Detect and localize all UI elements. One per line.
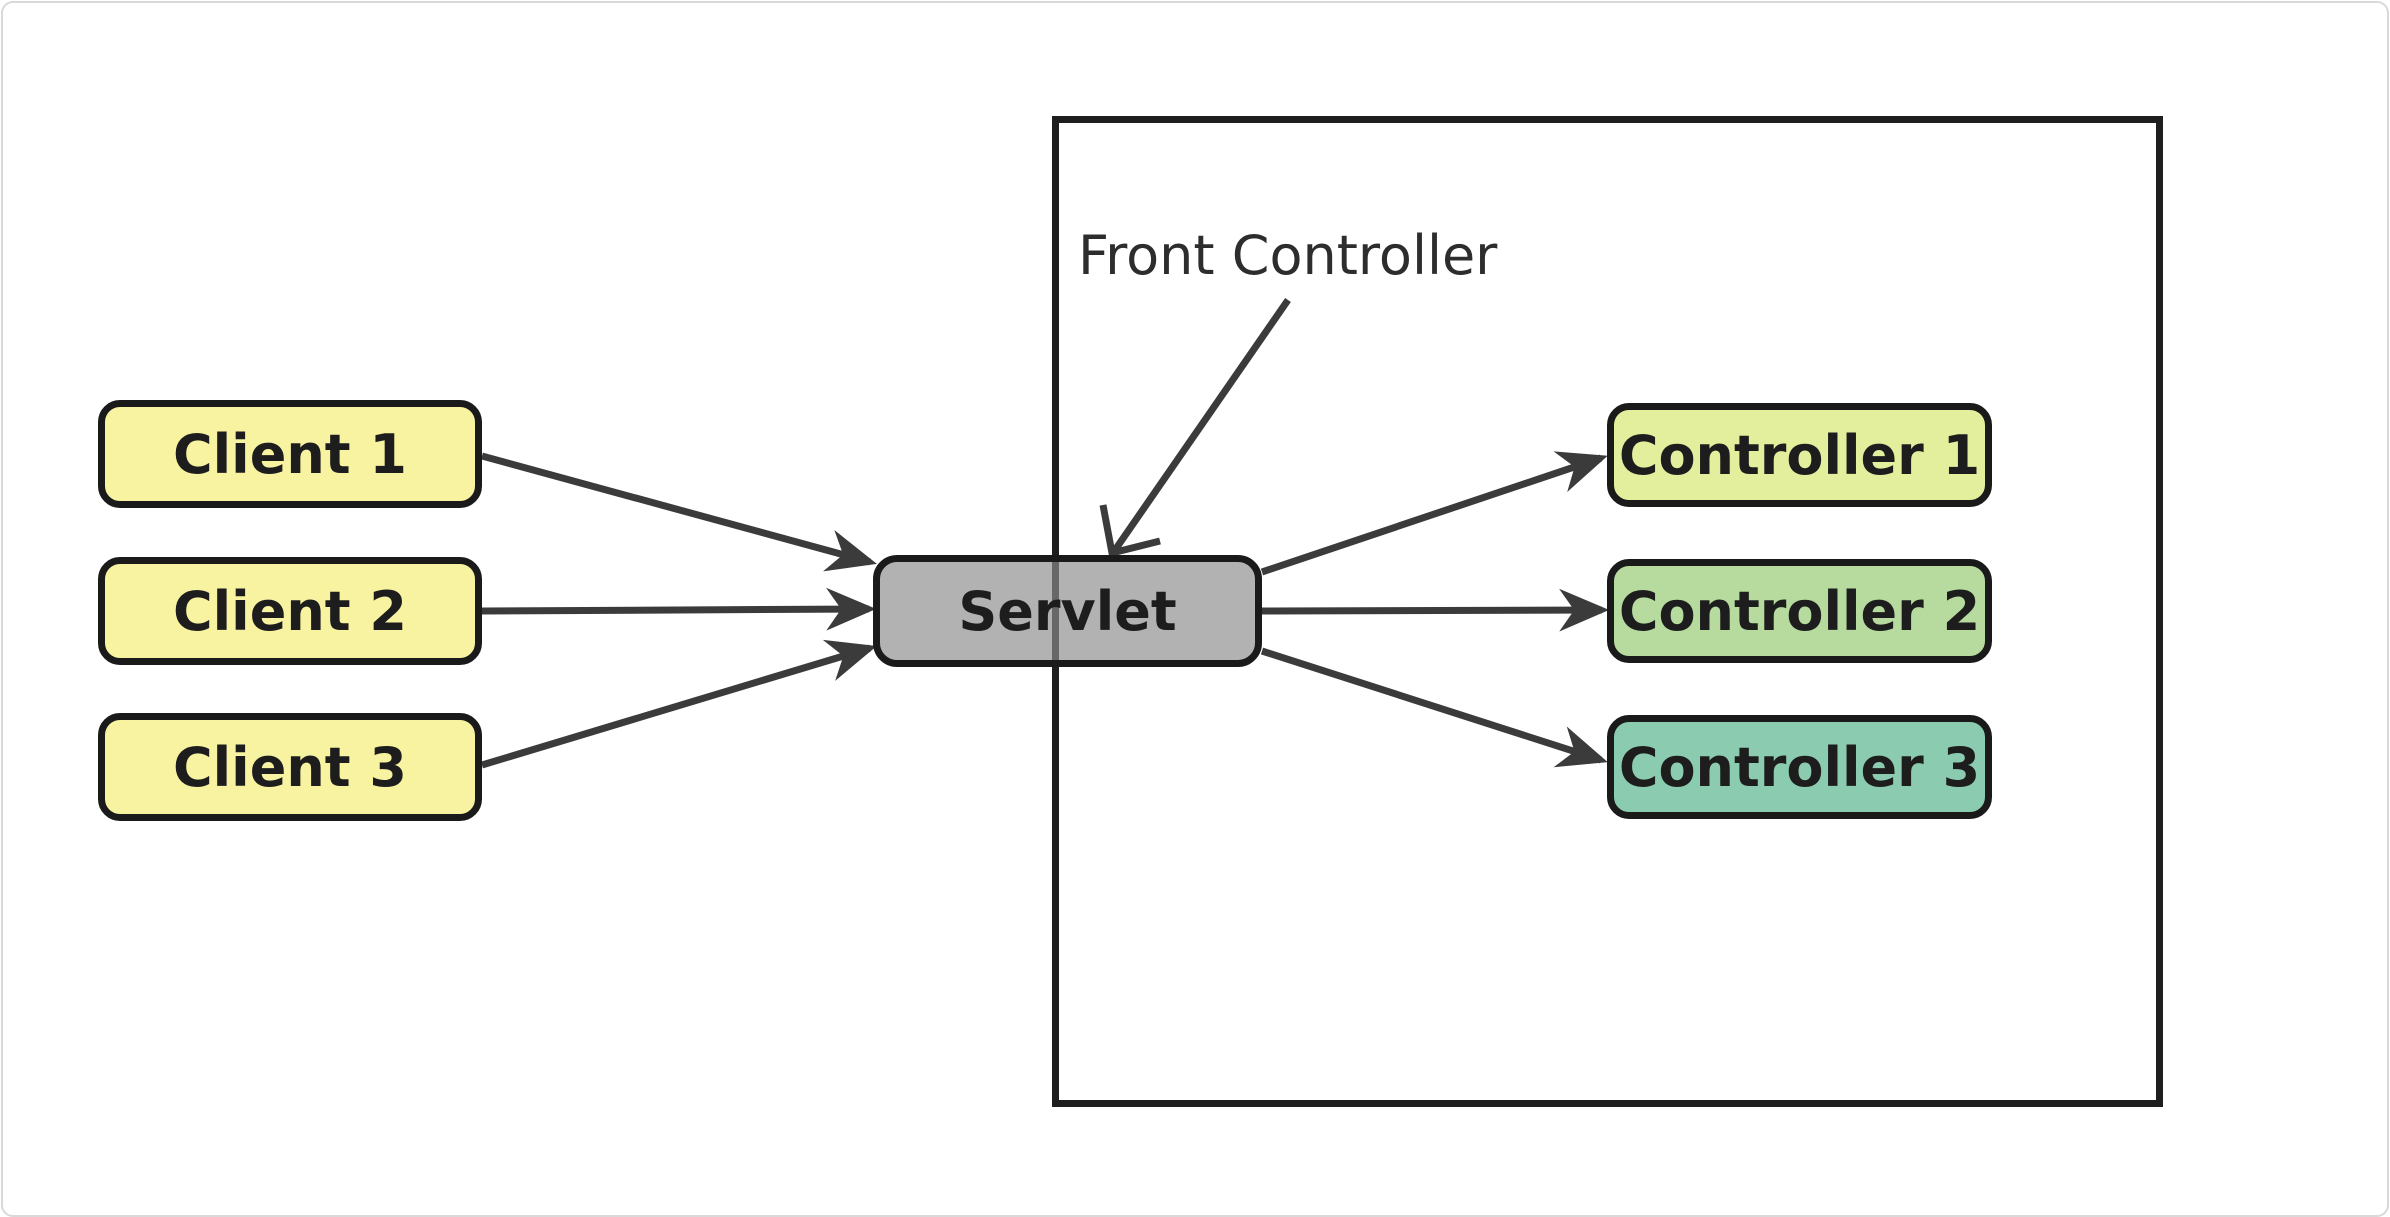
node-client-3-label: Client 3 [173,735,407,799]
node-client-1: Client 1 [98,400,482,508]
node-servlet: Servlet [873,555,1262,667]
node-controller-2-label: Controller 2 [1618,579,1981,643]
node-controller-3: Controller 3 [1607,715,1992,819]
node-client-2-label: Client 2 [173,579,407,643]
node-controller-2: Controller 2 [1607,559,1992,663]
edge-client3-servlet [480,639,877,769]
edge-client2-servlet [481,587,877,631]
node-controller-3-label: Controller 3 [1618,735,1981,799]
front-controller-label: Front Controller [1078,224,1498,287]
node-client-3: Client 3 [98,713,482,821]
edge-client1-servlet [481,452,877,572]
node-controller-1-label: Controller 1 [1618,423,1981,487]
node-servlet-label: Servlet [958,579,1177,643]
node-client-2: Client 2 [98,557,482,665]
edge-servlet-controller2 [1261,588,1610,632]
edge-servlet-controller3 [1260,647,1608,768]
node-controller-1: Controller 1 [1607,403,1992,507]
node-client-1-label: Client 1 [173,422,407,486]
edge-servlet-controller1 [1260,451,1608,576]
edge-annotation-open-arrowhead [1099,504,1161,558]
edge-annotation-line [1112,298,1291,552]
